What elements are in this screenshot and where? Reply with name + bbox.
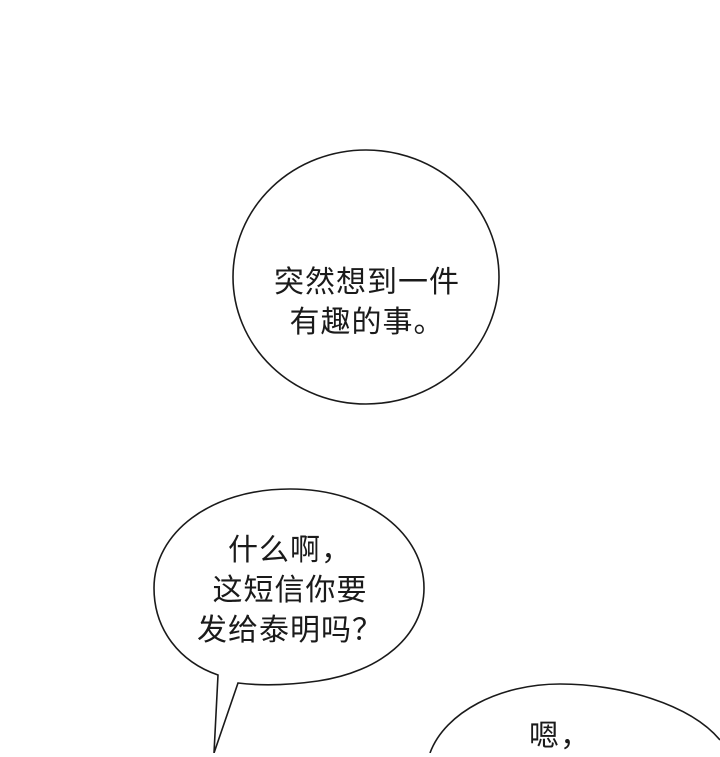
speech-bubble-2-text: 什么啊， 这短信你要 发给泰明吗？: [160, 531, 420, 651]
bubble-2-line-1: 什么啊，: [228, 533, 352, 568]
speech-bubble-3-text: 嗯，: [500, 717, 620, 757]
bubble-2-line-3: 发给泰明吗？: [197, 613, 383, 648]
bubble-2-line-2: 这短信你要: [212, 573, 368, 608]
speech-bubble-3-outline: [429, 683, 720, 753]
bubble-1-line-2: 有趣的事。: [289, 305, 445, 340]
speech-bubble-1-text: 突然想到一件 有趣的事。: [232, 263, 502, 343]
speech-bubble-2-outline: [153, 488, 425, 753]
speech-bubble-1-outline: [232, 149, 500, 405]
bubble-3-line-1: 嗯，: [529, 719, 591, 754]
bubble-1-line-1: 突然想到一件: [274, 265, 460, 300]
